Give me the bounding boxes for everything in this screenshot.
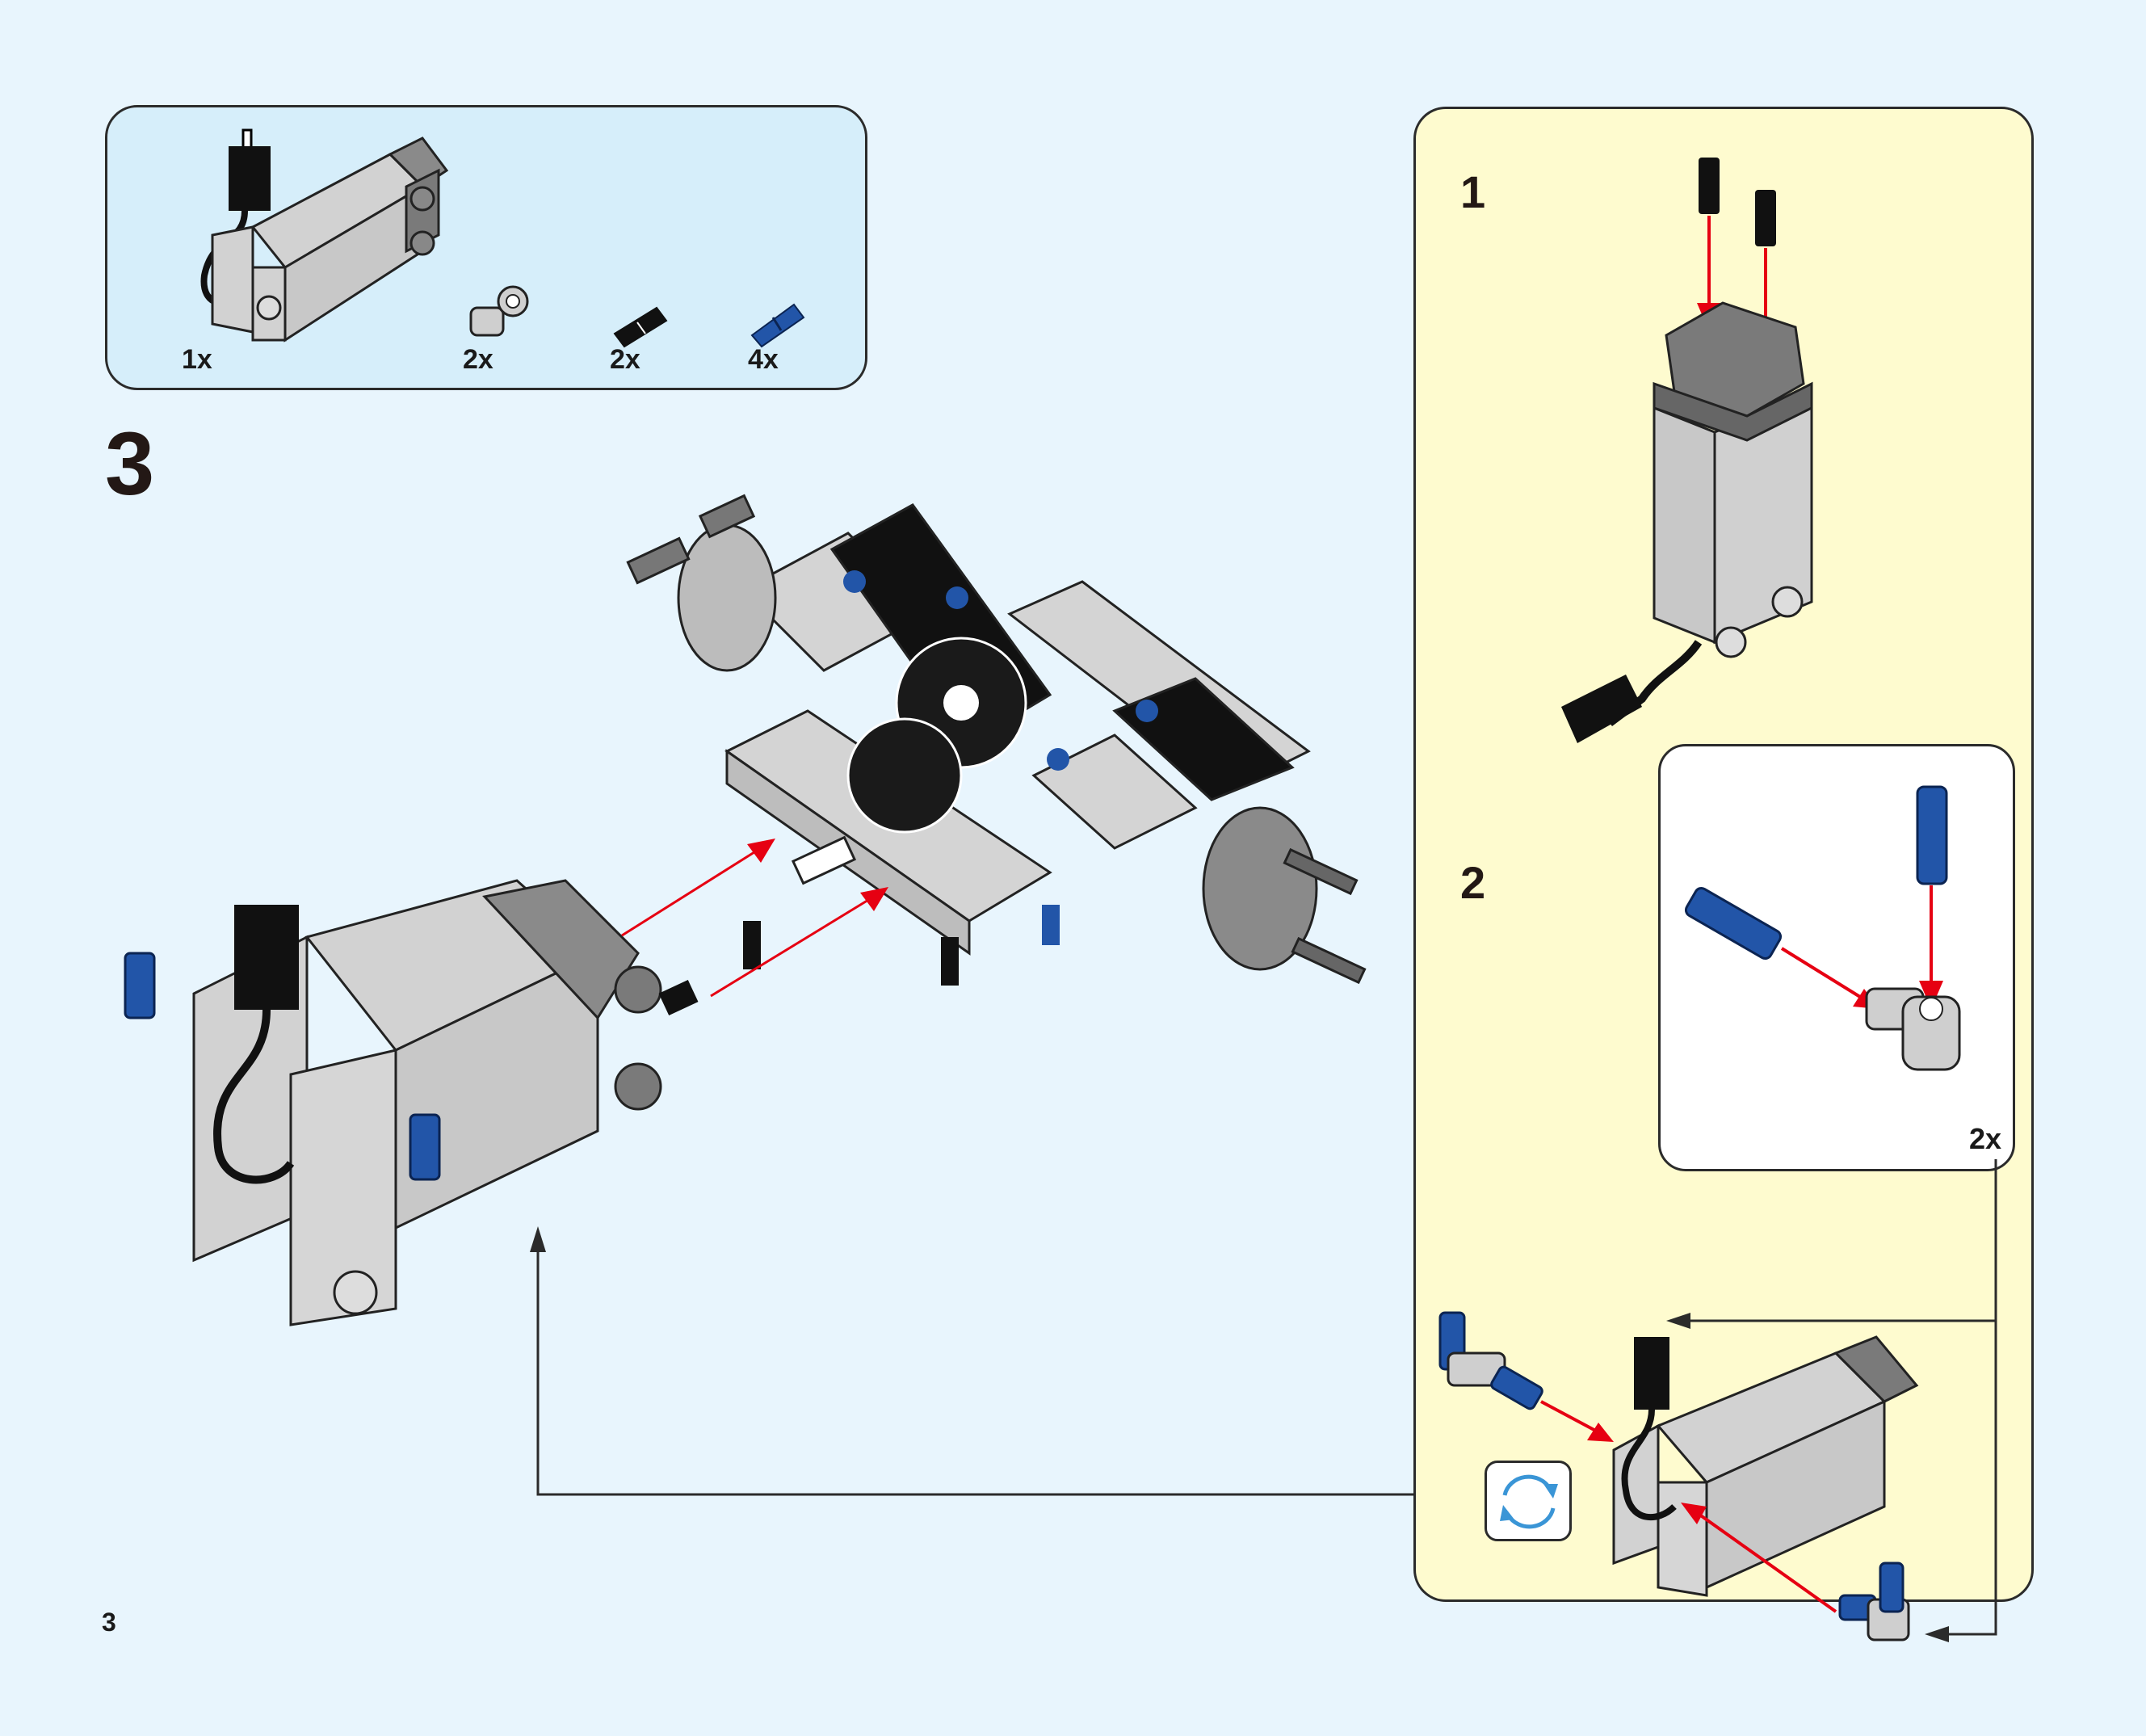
sub-step-2-multiplier: 2x [1968, 1122, 2001, 1155]
axle [791, 835, 857, 885]
blue-pin-icon [750, 303, 805, 348]
step2-illustration [1684, 785, 1961, 1071]
qty-black-pin: 2x [610, 344, 640, 375]
motor-icon [200, 128, 449, 343]
rotate-assembly-button [1485, 1461, 1572, 1541]
sub-step-number-2: 2 [1460, 857, 1486, 908]
qty-angle-connector: 2x [463, 344, 493, 375]
rear-motor [626, 494, 1367, 985]
sub-step-2-box: 2x [1658, 744, 2015, 1171]
black-pin-icon [613, 306, 668, 348]
insertion-arrows [621, 839, 888, 998]
beam-frame [724, 503, 1311, 956]
qty-motor: 1x [182, 344, 212, 375]
callout-connector-line [530, 1226, 1413, 1496]
sub-step-number-1: 1 [1460, 166, 1486, 217]
page-number: 3 [102, 1608, 116, 1637]
front-motor [124, 879, 699, 1326]
qty-blue-pin: 4x [748, 344, 779, 375]
step2-result-illustration [1438, 1159, 1997, 1642]
step1-motor-illustration [1561, 158, 1813, 743]
angle-connector-icon [469, 285, 529, 337]
sub-assembly-panel: 1 2 2x [1413, 107, 2034, 1642]
rotate-icon [1500, 1474, 1558, 1529]
parts-list-box: 1x 2x 2x 4x [105, 105, 867, 390]
step-number: 3 [105, 414, 155, 514]
